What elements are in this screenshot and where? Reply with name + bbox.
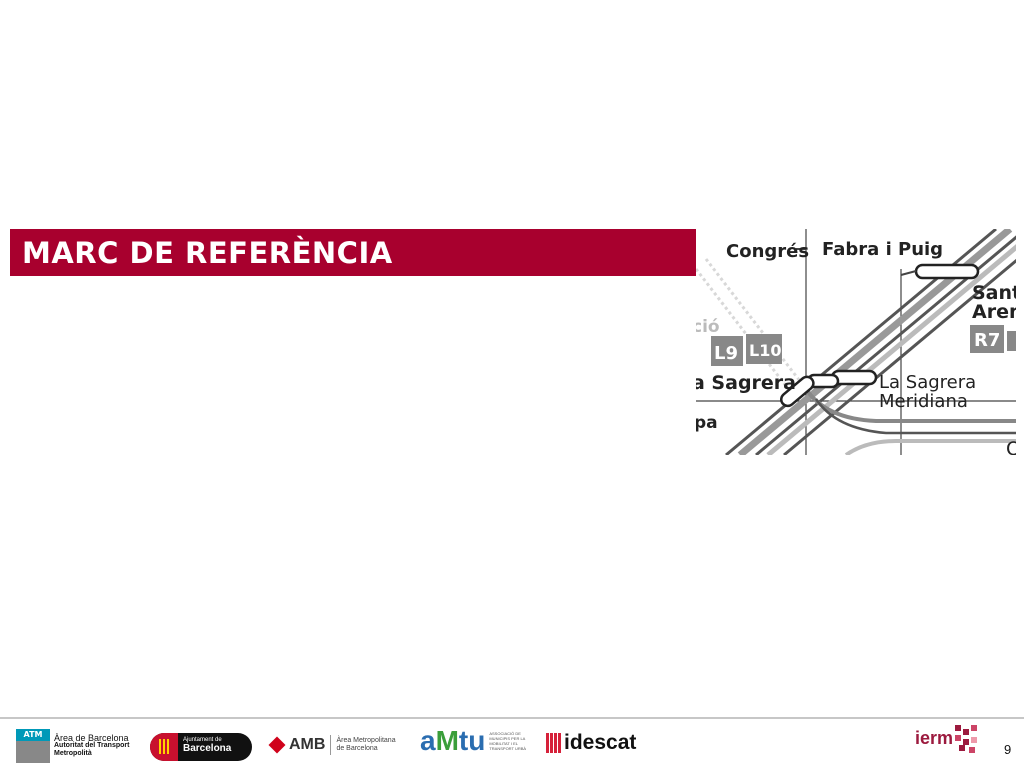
page-number: 9 [1004,742,1012,757]
amtu-tu: tu [458,725,486,756]
station-sant-andreu-line2: Aren [972,301,1016,323]
amb-diamond-icon [268,736,286,754]
transit-map-excerpt: Congrés Fabra i Puig Sant Aren ció L9 L1… [696,229,1016,455]
amb-desc-line1: Àrea Metropolitana [336,737,396,744]
map-rail-line [804,387,1016,423]
amtu-a: a [420,725,436,756]
atm-badge-text: ATM [16,729,50,741]
section-title: MARC DE REFERÈNCIA [22,235,393,270]
amb-separator [330,735,332,755]
atm-line2: Autoritat del Transport [54,742,130,749]
ajuntament-barcelona-logo: Ajuntament de Barcelona [150,733,252,761]
section-title-bar: MARC DE REFERÈNCIA [10,229,696,276]
map-rail-line [844,439,1016,455]
station-la-sagrera: a Sagrera [696,372,796,394]
station-cio: ció [696,317,720,337]
map-dotted-line [704,258,808,390]
amtu-logo: aMtu ASSOCIACIÓ DE MUNICIPIS PER LA MOBI… [420,725,537,757]
station-sant-andreu-line1: Sant [972,282,1016,304]
barcelona-shield-icon [150,733,178,761]
line-badge-r7 [970,325,1004,353]
bus-icon [1007,331,1016,351]
ierm-pixel-mark-icon [955,725,978,753]
amb-description: Àrea Metropolitana de Barcelona [336,737,395,753]
map-rail-line [766,244,1016,455]
station-la-sagrera-meridiana-line2: Meridiana [879,391,968,412]
amb-logo: AMB Àrea Metropolitana de Barcelona [268,735,396,755]
station-pa: pa [696,413,718,433]
station-fabra-i-puig: Fabra i Puig [822,239,943,260]
station-la-sagrera-meridiana-line1: La Sagrera [879,372,976,393]
line-label-l9: L9 [714,343,738,364]
line-badge-l10 [746,334,782,364]
amb-name: AMB [289,736,326,753]
amtu-name: aMtu [420,725,485,757]
amb-desc-line2: de Barcelona [336,745,378,752]
atm-logo-text: Àrea de Barcelona Autoritat del Transpor… [54,734,129,758]
station-congres: Congrés [726,241,809,262]
idescat-name: idescat [564,731,637,754]
amtu-m: M [435,725,459,756]
amtu-description: ASSOCIACIÓ DE MUNICIPIS PER LA MOBILITAT… [489,731,527,751]
line-label-l10: L10 [749,341,781,360]
ajuntament-text: Ajuntament de Barcelona [183,737,231,754]
map-rail-line [755,235,1016,455]
ierm-name: ierm [915,727,954,748]
atm-line1: Àrea de Barcelona [54,733,129,743]
ierm-logo: ierm [915,723,979,753]
atm-logo: ATM Àrea de Barcelona Autoritat del Tran… [16,729,129,763]
ajuntament-line1: Ajuntament de [183,737,222,743]
atm-line3: Metropolità [54,750,92,757]
atm-badge: ATM [16,729,50,763]
footer-divider [0,717,1024,719]
station-o: O [1006,438,1016,455]
ajuntament-line2: Barcelona [183,743,232,754]
station-tick [900,270,917,276]
transit-map-svg: Congrés Fabra i Puig Sant Aren ció L9 L1… [696,229,1016,455]
line-badge-l9 [711,336,743,366]
interchange-marker [779,375,815,408]
footer-logos: ATM Àrea de Barcelona Autoritat del Tran… [0,719,1024,768]
map-rail-line [814,398,1016,435]
map-rail-line [783,258,1016,455]
idescat-logo: idescat [546,731,636,755]
idescat-stripes-icon [546,733,562,753]
interchange-marker [914,263,980,280]
line-label-r7: R7 [974,330,1000,351]
